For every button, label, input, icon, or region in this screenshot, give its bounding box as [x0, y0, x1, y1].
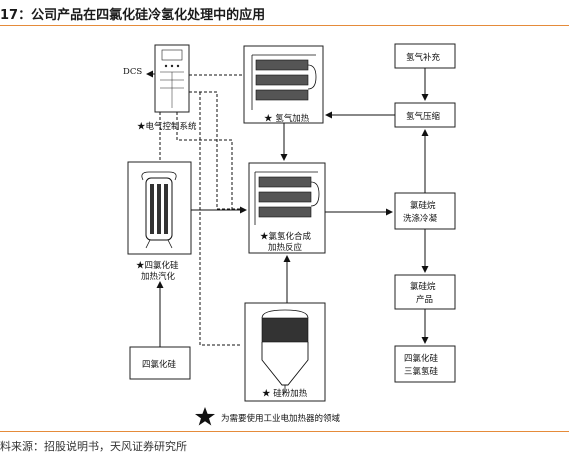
output-label-1: 四氯化硅 [404, 353, 439, 364]
reactor-label-1: ★氯氢化合成 [260, 231, 312, 242]
final-output-node [394, 345, 456, 383]
dcs-label: DCS [123, 67, 142, 77]
hydrogen-heater-node [243, 45, 324, 124]
legend-star-icon [195, 407, 215, 426]
stc-vapor-label-2: 加热汽化 [141, 271, 176, 282]
hydrogen-heat-label: ★ 氢气加热 [264, 113, 310, 124]
control-label: ★电气控制系统 [137, 121, 197, 132]
product-label-1: 氯硅烷 [410, 281, 436, 292]
legend-text: 为需要使用工业电加热器的领域 [221, 413, 341, 424]
figure-title: 17：公司产品在四氯化硅冷氢化处理中的应用 [0, 8, 266, 23]
wash-condense-node [394, 192, 456, 230]
source-note: 料来源：招股说明书，天风证券研究所 [0, 440, 187, 453]
output-label-2: 三氯氢硅 [404, 366, 439, 377]
title-divider [0, 25, 569, 26]
product-label-2: 产品 [416, 294, 433, 305]
stc-vapor-label-1: ★四氯化硅 [136, 260, 179, 271]
stc-feed-node [129, 346, 191, 380]
stc-vaporizer-node [127, 161, 192, 255]
hydrogen-compress-node [394, 102, 456, 128]
stc-feed-label: 四氯化硅 [142, 359, 177, 370]
reactor-label-2: 加热反应 [268, 242, 303, 253]
wash-label-1: 氯硅烷 [410, 200, 436, 211]
wash-label-2: 洗涤冷凝 [403, 213, 438, 224]
silicon-heat-label: ★ 硅粉加热 [262, 388, 308, 399]
control-cabinet-node [154, 44, 190, 113]
silicon-heater-node [244, 302, 326, 402]
chlorosilane-product-node [394, 274, 456, 310]
control-signal-lines [159, 74, 244, 346]
process-flow-lines [156, 68, 429, 347]
footer-divider [0, 431, 569, 432]
hydrogen-supply-label: 氢气补充 [406, 52, 441, 63]
hydrogen-compress-label: 氢气压缩 [406, 111, 441, 122]
reactor-node [248, 162, 326, 254]
